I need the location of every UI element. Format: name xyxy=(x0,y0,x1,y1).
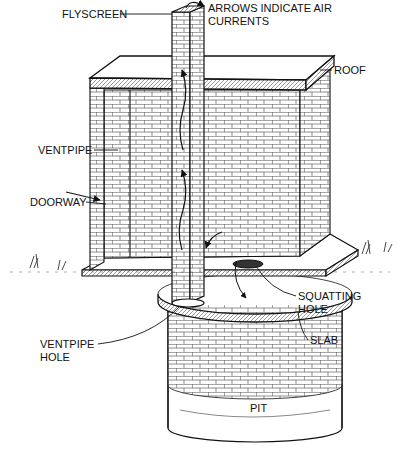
ventpipe xyxy=(190,6,204,302)
ventpipe xyxy=(172,299,204,307)
squatting-hole xyxy=(235,262,246,298)
side-wall xyxy=(300,66,330,256)
roof xyxy=(90,56,334,80)
grass xyxy=(10,272,390,273)
grass xyxy=(10,240,392,272)
grass xyxy=(362,240,370,254)
part-label: SQUATTING HOLE xyxy=(298,290,372,316)
pit xyxy=(168,305,342,428)
air-current-arrow xyxy=(206,232,222,248)
leader-line xyxy=(86,202,106,204)
squatting-hole xyxy=(233,260,263,298)
part-label: SLAB xyxy=(310,334,354,347)
leader-line xyxy=(120,14,172,15)
leader-line xyxy=(320,70,332,71)
leader-line xyxy=(298,312,308,340)
roof xyxy=(306,56,334,90)
ventpipe xyxy=(172,6,204,307)
door-pillar xyxy=(90,88,104,270)
pit xyxy=(168,305,342,442)
pit xyxy=(168,385,342,399)
door-pillar xyxy=(90,88,104,270)
ventpipe xyxy=(172,12,190,302)
part-label: FLYSCREEN xyxy=(62,8,142,21)
leader-line xyxy=(98,306,180,344)
grass xyxy=(30,254,38,268)
air-current-arrow xyxy=(66,2,222,250)
part-label: VENTPIPE xyxy=(38,144,98,157)
squatting-hole xyxy=(233,260,263,268)
leader-line xyxy=(256,266,296,296)
air-current-arrow xyxy=(180,70,186,150)
air-current-arrow xyxy=(186,2,204,8)
part-label: VENTPIPE HOLE xyxy=(40,338,104,364)
leader-line xyxy=(94,150,118,151)
part-label: ARROWS INDICATE AIR CURRENTS xyxy=(208,2,358,28)
back-wall xyxy=(129,90,130,257)
ventpipe xyxy=(172,6,204,12)
air-current-arrow xyxy=(179,170,186,250)
part-label: DOORWAY xyxy=(30,196,90,209)
part-label: ROOF xyxy=(334,64,378,77)
grass xyxy=(58,260,66,270)
leader-line xyxy=(86,14,332,344)
roof xyxy=(90,56,334,90)
part-label: PIT xyxy=(250,402,290,415)
grass xyxy=(384,242,392,252)
side-wall xyxy=(300,66,330,256)
pit xyxy=(168,305,342,442)
